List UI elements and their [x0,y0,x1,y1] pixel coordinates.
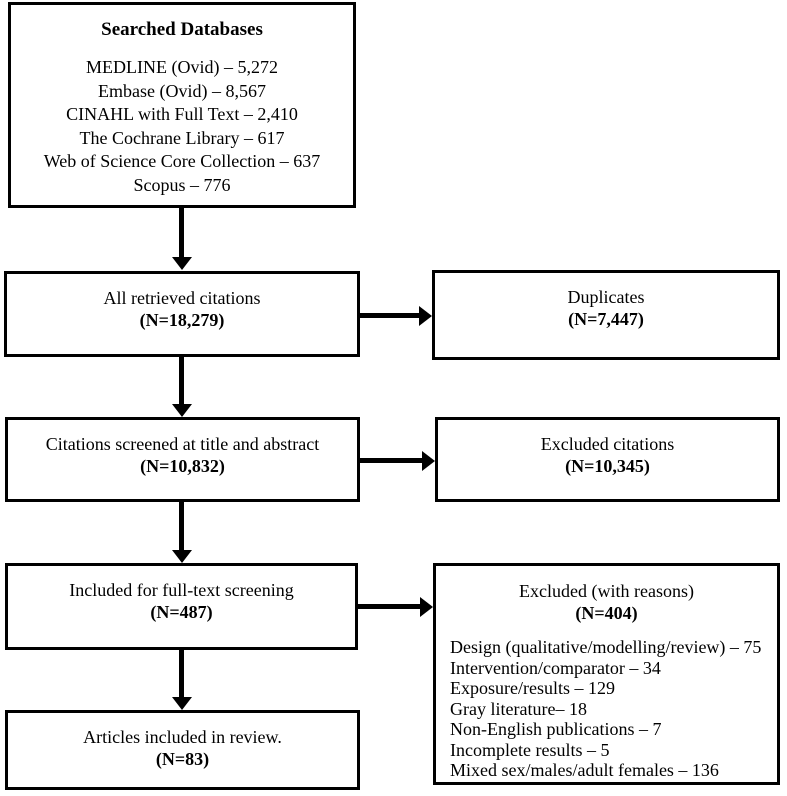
excluded-citations-box: Excluded citations (N=10,345) [435,417,780,502]
duplicates-label: Duplicates [567,287,645,307]
reason-non-english: Non-English publications – 7 [450,719,662,739]
reason-mixed-sex: Mixed sex/males/adult females – 136 [450,760,719,780]
database-line-cochrane: The Cochrane Library – 617 [79,127,285,148]
screened-citations-count: (N=10,832) [140,456,225,476]
reason-design: Design (qualitative/modelling/review) – … [450,637,762,657]
excluded-reasons-box: Excluded (with reasons) (N=404) Design (… [433,563,780,785]
arrow-retrieved-to-duplicates [358,305,432,326]
searched-databases-title: Searched Databases [101,19,263,40]
database-line-wos: Web of Science Core Collection – 637 [43,151,321,171]
searched-databases-box: Searched Databases MEDLINE (Ovid) – 5,27… [8,2,356,208]
database-line-cinahl: CINAHL with Full Text – 2,410 [66,104,298,124]
database-line-embase: Embase (Ovid) – 8,567 [98,80,266,101]
duplicates-box: Duplicates (N=7,447) [432,270,780,360]
reason-incomplete: Incomplete results – 5 [450,739,610,760]
screened-citations-label: Citations screened at title and abstract [45,434,320,454]
fulltext-screening-count: (N=487) [150,602,213,622]
fulltext-screening-box: Included for full-text screening (N=487) [5,563,358,650]
included-articles-count: (N=83) [155,749,210,769]
screened-citations-box: Citations screened at title and abstract… [5,417,360,502]
included-articles-label: Articles included in review. [83,727,282,747]
arrow-searched-to-retrieved [171,208,192,270]
excluded-reasons-count: (N=404) [575,603,638,623]
database-line-scopus: Scopus – 776 [133,174,231,195]
excluded-citations-label: Excluded citations [540,434,675,454]
reason-exposure: Exposure/results – 129 [450,678,615,698]
excluded-reasons-label: Excluded (with reasons) [519,581,694,601]
included-articles-box: Articles included in review. (N=83) [5,710,360,790]
excluded-citations-count: (N=10,345) [565,456,650,476]
retrieved-citations-box: All retrieved citations (N=18,279) [4,271,360,357]
arrow-screened-to-fulltext [171,501,192,563]
retrieved-citations-count: (N=18,279) [139,310,225,330]
arrow-screened-to-excluded [358,450,435,471]
retrieved-citations-label: All retrieved citations [103,288,261,308]
searched-databases-list: MEDLINE (Ovid) – 5,272 Embase (Ovid) – 8… [11,56,353,197]
arrow-fulltext-to-included [171,649,192,710]
excluded-reasons-list: Design (qualitative/modelling/review) – … [436,637,777,781]
reason-gray-literature: Gray literature– 18 [450,698,587,719]
arrow-fulltext-to-excluded-reasons [356,596,433,617]
arrow-retrieved-to-screened [171,356,192,417]
reason-intervention: Intervention/comparator – 34 [450,657,661,678]
fulltext-screening-label: Included for full-text screening [69,580,294,600]
database-line-medline: MEDLINE (Ovid) – 5,272 [86,57,278,77]
duplicates-count: (N=7,447) [568,309,644,329]
